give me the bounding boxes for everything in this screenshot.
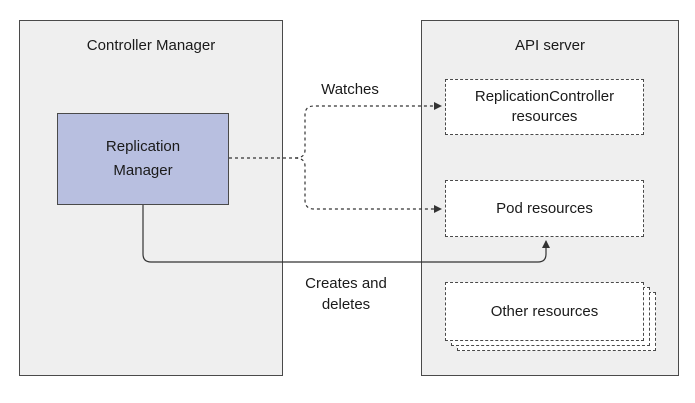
replication-manager-label-line2: Manager [113, 162, 173, 179]
pod-resources-label: Pod resources [496, 199, 593, 217]
rc-resources-label-line2: resources [511, 108, 578, 125]
watches-connector-branch [294, 157, 442, 213]
creates-deletes-connector [142, 205, 550, 263]
creates-deletes-label-line1: Creates and [305, 275, 387, 292]
watches-connector-trunk [229, 102, 442, 159]
replication-manager-box: Replication Manager [57, 113, 229, 205]
replication-manager-label-line1: Replication [105, 138, 181, 155]
creates-deletes-label-line2: deletes [321, 296, 371, 313]
pod-resources-box: Pod resources [445, 180, 644, 237]
rc-resources-label-line1: ReplicationController [474, 88, 615, 105]
api-server-title: API server [514, 37, 586, 54]
replicationcontroller-resources-box: ReplicationController resources [445, 79, 644, 135]
creates-deletes-label: Creates and deletes [286, 273, 406, 315]
other-resources-box: Other resources [445, 282, 644, 341]
watches-label: Watches [321, 81, 379, 98]
other-resources-label: Other resources [490, 302, 599, 320]
controller-manager-title: Controller Manager [86, 37, 216, 54]
